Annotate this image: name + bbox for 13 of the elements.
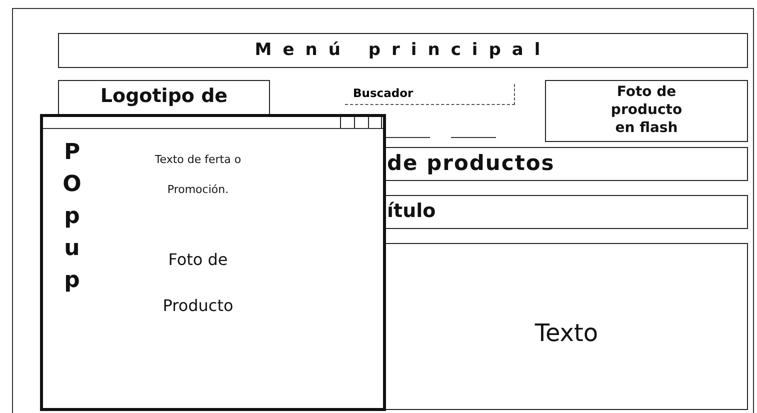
label-text: Foto de producto en flash [610,83,684,137]
menu-bar [58,33,748,68]
photo-box [545,80,748,142]
search-field: Buscador [345,84,515,105]
offer-text: Texto de ferta o Promoción. [154,152,242,198]
label-text: de productos [387,151,555,175]
popup-heading: POpup [62,139,82,295]
label-text: Logotipo de [99,85,229,107]
popup-window [40,114,386,411]
label-text: ítulo [387,200,436,222]
label-text: Menú principal [254,40,552,60]
photo-placeholder-text: Foto de Producto [162,249,234,317]
label-text: Texto [534,319,600,347]
